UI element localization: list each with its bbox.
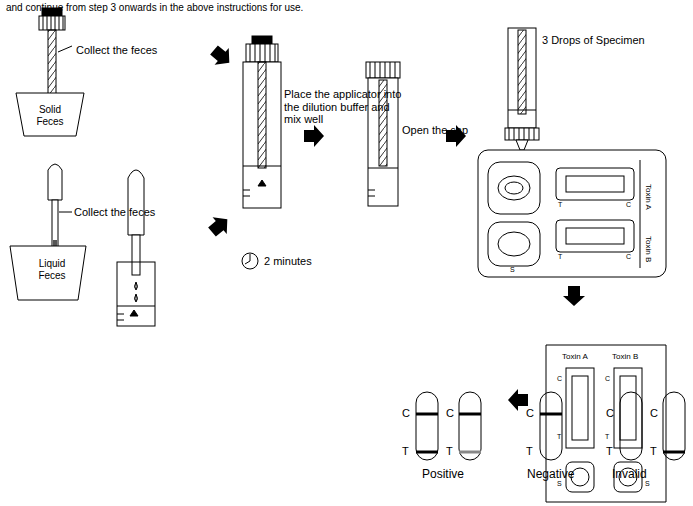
result-label: Negative [527, 468, 574, 482]
step-text: Collect the feces [76, 44, 157, 57]
window-name: Toxin B [644, 236, 653, 262]
result-label: Positive [422, 468, 464, 482]
window-letter: T [605, 433, 609, 441]
window-letter: C [605, 375, 610, 383]
step-text: 3 Drops of Specimen [542, 34, 645, 47]
window-name: Toxin A [562, 352, 588, 361]
well-letter: S [510, 266, 515, 274]
step-text: Open the cap [402, 124, 468, 137]
window-letter: T [606, 445, 613, 458]
window-letter: C [626, 253, 631, 261]
window-letter: T [526, 445, 533, 458]
window-letter: C [526, 407, 534, 420]
cup-label: Liquid Feces [27, 258, 77, 281]
cup-label: Solid Feces [30, 104, 70, 127]
window-letter: C [606, 407, 614, 420]
window-letter: C [446, 407, 454, 420]
window-letter: T [446, 445, 453, 458]
window-letter: C [626, 201, 631, 209]
well-letter: S [557, 480, 562, 488]
result-label: Invalid [612, 468, 647, 482]
step-text: Place the applicator into the dilution b… [284, 88, 404, 126]
window-letter: T [650, 445, 657, 458]
step-text: Collect the feces [74, 206, 155, 219]
window-letter: C [650, 407, 658, 420]
well-letter: S [645, 480, 650, 488]
window-letter: C [557, 375, 562, 383]
window-letter: C [402, 407, 410, 420]
window-letter: T [402, 445, 409, 458]
window-name: Toxin A [644, 184, 653, 210]
step-text: 2 minutes [264, 255, 312, 268]
window-letter: T [558, 253, 562, 261]
window-letter: T [557, 433, 561, 441]
window-letter: T [558, 201, 562, 209]
note: and continue from step 3 onwards in the … [6, 2, 303, 14]
window-name: Toxin B [612, 352, 638, 361]
